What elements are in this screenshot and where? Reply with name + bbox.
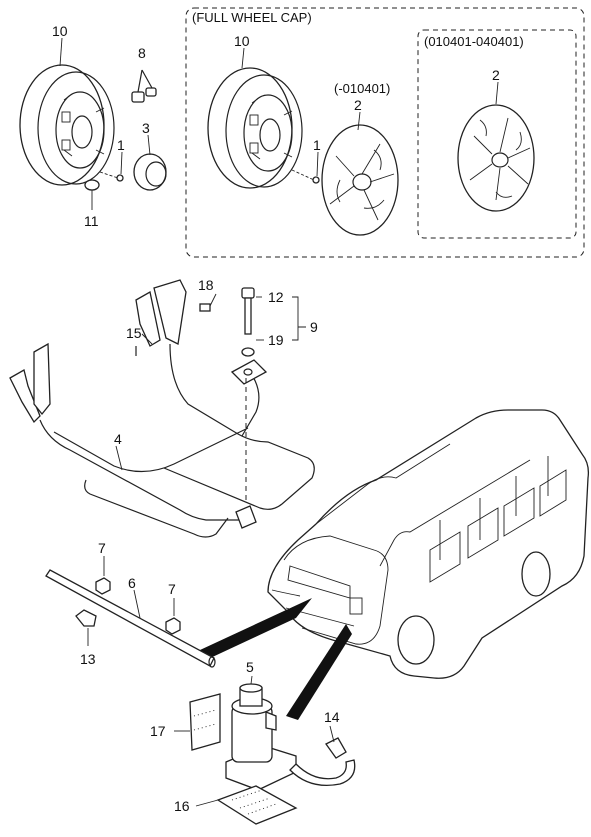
- callout-jack-5: 5: [246, 659, 254, 675]
- callout-bolt-pair: 8: [138, 45, 146, 61]
- wheel-bolt-pair: [131, 69, 157, 103]
- callout-washer-19: 19: [268, 332, 284, 348]
- late-cap-box: [417, 29, 577, 239]
- callout-cap-early: 2: [354, 97, 362, 113]
- steel-wheel-left: [19, 64, 115, 186]
- jack-handle-bar-6: [45, 569, 216, 668]
- callout-carrier-4: 4: [114, 431, 122, 447]
- long-bolt-12: [241, 287, 262, 335]
- callout-strap-14: 14: [324, 709, 340, 725]
- van-vehicle: [267, 409, 590, 679]
- wheel-cap-early: [321, 124, 399, 236]
- valve-stem: [84, 179, 100, 210]
- callout-clip-7a: 7: [98, 540, 106, 556]
- jack-mat-16: [195, 785, 298, 825]
- callout-pin-15: 15: [126, 325, 142, 341]
- callout-nut-mid: 1: [313, 137, 321, 153]
- nut-plate: [230, 359, 268, 385]
- callout-clip-13: 13: [80, 651, 96, 667]
- callout-nut-left: 1: [117, 137, 125, 153]
- full-wheel-cap-header: (FULL WHEEL CAP): [192, 10, 312, 25]
- clip-13: [75, 609, 97, 646]
- pointer-to-van-front: [200, 598, 312, 660]
- callout-bolt-12: 12: [268, 289, 284, 305]
- jack-pad-17: [174, 693, 221, 751]
- callout-cap-late: 2: [492, 67, 500, 83]
- callout-bar-6: 6: [128, 575, 136, 591]
- steel-wheel-mid: [207, 67, 303, 189]
- clip-7-left: [95, 556, 111, 595]
- callout-wheel-mid: 10: [234, 33, 250, 49]
- jack-strap-14: [289, 725, 356, 787]
- early-cap-range-header: (-010401): [334, 81, 390, 96]
- callout-clip-7b: 7: [168, 581, 176, 597]
- callout-pad-17: 17: [150, 723, 166, 739]
- wheel-cap-late: [457, 104, 535, 212]
- bolt-18: [199, 293, 217, 312]
- clip-7-right: [165, 598, 181, 635]
- center-hub-cap: [133, 134, 167, 191]
- wheel-nut-mid: [291, 151, 320, 184]
- callout-wheel-left: 10: [52, 23, 68, 39]
- pin-15: [135, 333, 153, 356]
- group-9-bracket: [292, 296, 306, 341]
- wheel-nut-left: [99, 151, 124, 182]
- callout-mat-16: 16: [174, 798, 190, 814]
- late-cap-range-header: (010401-040401): [424, 34, 524, 49]
- callout-group-9: 9: [310, 319, 318, 335]
- spare-tire-carrier: [9, 279, 315, 538]
- washer-19: [241, 339, 264, 357]
- full-wheel-cap-box: [185, 7, 585, 258]
- pointer-to-van-jack: [286, 624, 352, 720]
- callout-hub-cap: 3: [142, 120, 150, 136]
- bottle-jack-5: [225, 683, 297, 791]
- callout-valve: 11: [84, 213, 99, 229]
- callout-bolt-18: 18: [198, 277, 214, 293]
